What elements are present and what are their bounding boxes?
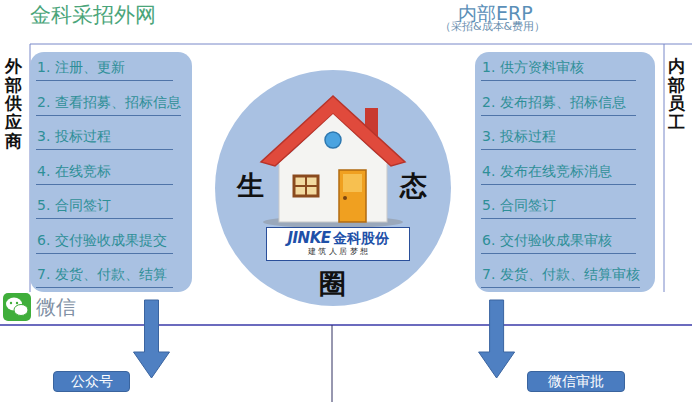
logo-box: JINKE金科股份建 筑 人 居 梦 想 [266, 227, 410, 261]
side-heading: 外部供应商 [5, 57, 22, 150]
wechat-label: 微信 [36, 294, 76, 321]
list-item: 3. 投标过程 [36, 125, 173, 150]
staff-panel: 1. 供方资料审核 2. 发布招募、招标信息 3. 投标过程 4. 发布在线竞标消息 5… [475, 52, 655, 292]
logo-mark: JINKE [287, 229, 330, 247]
divider-line [664, 44, 665, 292]
list-item: 1. 注册、更新 [36, 56, 173, 81]
box-label: 微信审批 [528, 372, 624, 391]
box-label: 公众号 [54, 372, 129, 391]
logo-name: 金科股份 [333, 230, 389, 246]
circle-character: 生 [237, 168, 264, 204]
list-item: 6. 交付验收成果提交 [36, 229, 173, 254]
list-item: 4. 在线竞标 [36, 160, 173, 185]
list-item: 5. 合同签订 [36, 194, 173, 219]
logo-row: JINKE金科股份 [267, 228, 409, 247]
flow-arrow [479, 300, 515, 378]
list-item: 2. 发布招募、招标信息 [481, 91, 636, 116]
list-item: 4. 发布在线竞标消息 [481, 160, 636, 185]
output-box: 公众号 [53, 371, 130, 392]
list-item: 3. 投标过程 [481, 125, 636, 150]
ecosystem-circle: 生 态圈 JINKE金科股份建 筑 人 居 梦 想 [215, 70, 451, 306]
wechat-icon [3, 293, 31, 321]
circle-character: 圈 [319, 266, 346, 302]
output-box: 微信审批 [527, 371, 625, 392]
divider-line [332, 325, 333, 402]
list-item: 5. 合同签订 [481, 194, 636, 219]
list-item: 1. 供方资料审核 [481, 56, 636, 81]
divider-line [0, 324, 692, 326]
list-item: 7. 发货、付款、结算 [36, 263, 173, 288]
logo-slogan: 建 筑 人 居 梦 想 [267, 247, 409, 257]
list-item: 7. 发货、付款、结算审核 [481, 263, 640, 288]
site-title: 金科采招外网 [30, 1, 156, 29]
supplier-panel: 1. 注册、更新 2. 查看招募、招标信息 3. 投标过程 4. 在线竞标 5. 合同签… [30, 52, 192, 292]
flow-arrow [134, 300, 170, 378]
circle-character: 态 [400, 168, 427, 204]
list-item: 2. 查看招募、招标信息 [36, 91, 181, 116]
divider-line [30, 44, 692, 45]
side-heading: 内部员工 [668, 57, 685, 132]
list-item: 6. 交付验收成果审核 [481, 229, 636, 254]
system-subtitle: （采招&成本&费用） [440, 19, 545, 34]
